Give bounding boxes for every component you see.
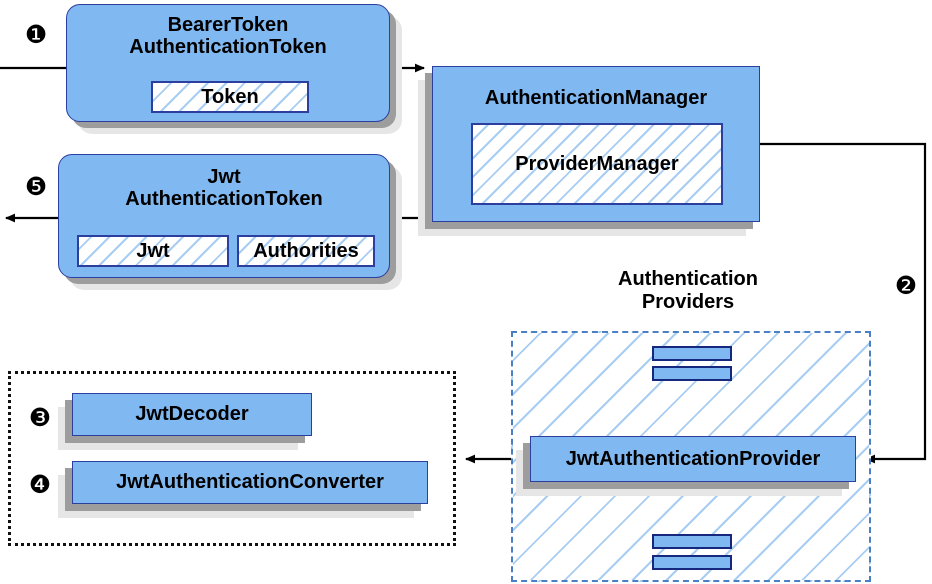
bearer-token-slot-label: Token — [201, 85, 259, 108]
jwt-support-group — [8, 371, 456, 546]
jwt-authentication-provider-label: JwtAuthenticationProvider — [565, 447, 821, 470]
provider-placeholder-bar-top-2 — [652, 366, 732, 381]
jwt-authentication-token-box[interactable]: Jwt AuthenticationToken Jwt Authorities — [58, 154, 390, 278]
step-badge-3: ❸ — [28, 403, 52, 432]
provider-manager-label: ProviderManager — [515, 152, 679, 175]
provider-placeholder-bar-bottom-2 — [652, 555, 732, 570]
authentication-providers-caption: Authentication Providers — [618, 268, 758, 313]
provider-manager-slot[interactable]: ProviderManager — [471, 123, 723, 205]
authentication-manager-title: AuthenticationManager — [484, 87, 708, 109]
jwt-token-title: Jwt AuthenticationToken — [125, 166, 323, 211]
jwt-authentication-converter-box[interactable]: JwtAuthenticationConverter — [72, 461, 428, 504]
step-badge-4: ❹ — [28, 470, 52, 499]
wire-manager-to-provider — [760, 142, 927, 464]
jwt-token-slot-jwt[interactable]: Jwt — [77, 235, 229, 267]
jwt-token-slot-jwt-label: Jwt — [136, 239, 170, 262]
jwt-decoder-label: JwtDecoder — [135, 403, 249, 426]
step-badge-5: ❺ — [24, 172, 48, 201]
jwt-token-slot-authorities[interactable]: Authorities — [237, 235, 375, 267]
authentication-manager-box[interactable]: AuthenticationManager ProviderManager — [432, 66, 760, 222]
step-badge-2: ❷ — [894, 271, 918, 300]
bearer-token-authentication-token-box[interactable]: BearerToken AuthenticationToken Token — [66, 4, 390, 122]
jwt-token-slot-authorities-label: Authorities — [253, 239, 359, 262]
bearer-token-slot-token[interactable]: Token — [151, 81, 309, 113]
provider-placeholder-bar-top-1 — [652, 346, 732, 361]
jwt-authentication-provider-box[interactable]: JwtAuthenticationProvider — [530, 436, 856, 482]
jwt-authentication-converter-label: JwtAuthenticationConverter — [116, 471, 384, 494]
step-badge-1: ❶ — [24, 20, 48, 49]
jwt-decoder-box[interactable]: JwtDecoder — [72, 393, 312, 436]
bearer-token-title: BearerToken AuthenticationToken — [129, 14, 327, 59]
provider-placeholder-bar-bottom-1 — [652, 534, 732, 549]
